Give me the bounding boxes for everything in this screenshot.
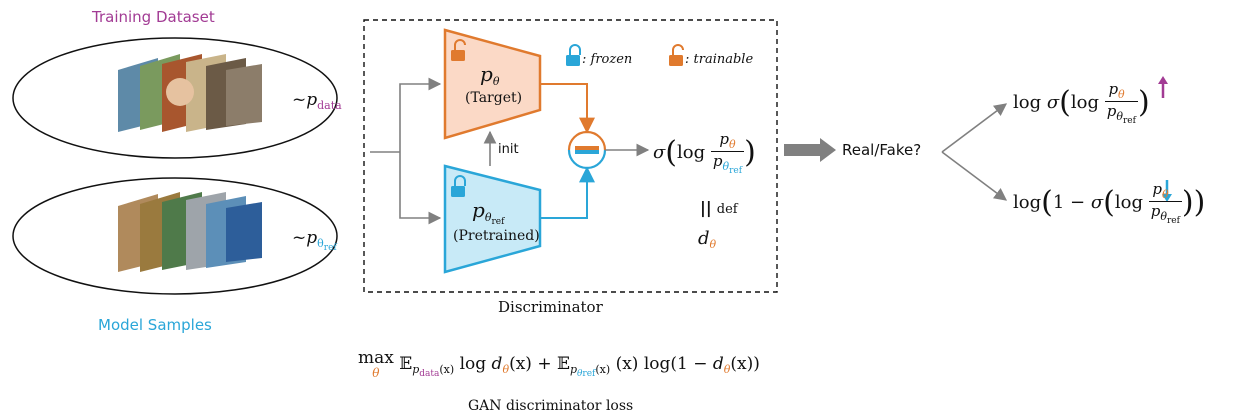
training-image-stack [118, 54, 262, 132]
def-label: || def [700, 198, 738, 217]
target-model-block [443, 28, 542, 140]
pretrained-label: (Pretrained) [453, 228, 540, 244]
fake-output-expression: log(1 − σ(log pθ pθref )) [1013, 180, 1206, 226]
sigma-log-ratio: σ(log pθ pθref ) [653, 130, 756, 176]
up-arrow-icon [1158, 76, 1168, 84]
model-sample-stack [118, 192, 262, 272]
p-theta-ref-pretrained: pθref [472, 198, 505, 227]
d-theta-label: dθ [698, 228, 717, 251]
gan-loss-formula: max θ 𝔼pdata(x) log dθ(x) + 𝔼pθref(x) (x… [358, 348, 760, 380]
frozen-legend: : frozen [582, 52, 633, 67]
p-ref-label: ~pθref [292, 228, 337, 253]
down-arrow-icon [1162, 194, 1172, 202]
pretrained-model-block [443, 164, 542, 274]
p-theta-target: pθ [480, 62, 500, 88]
gan-loss-caption: GAN discriminator loss [468, 398, 634, 414]
target-label: (Target) [465, 90, 523, 106]
discriminator-label: Discriminator [498, 298, 603, 316]
subtract-operator [567, 130, 607, 170]
trainable-lock-icon [451, 39, 466, 61]
init-label: init [498, 142, 519, 157]
real-output-expression: log σ(log pθ pθref ) [1013, 80, 1150, 126]
frozen-lock-icon [451, 175, 466, 197]
p-data-label: ~pdata [292, 90, 342, 112]
trainable-legend: : trainable [685, 52, 754, 67]
to-real-fake-arrow [784, 138, 836, 162]
real-fake-label: Real/Fake? [842, 141, 922, 159]
training-dataset-label: Training Dataset [92, 8, 215, 26]
model-samples-label: Model Samples [98, 316, 212, 334]
discriminator-box [363, 19, 778, 293]
legend-frozen-lock-icon [566, 44, 581, 66]
legend-trainable-lock-icon [669, 44, 684, 66]
